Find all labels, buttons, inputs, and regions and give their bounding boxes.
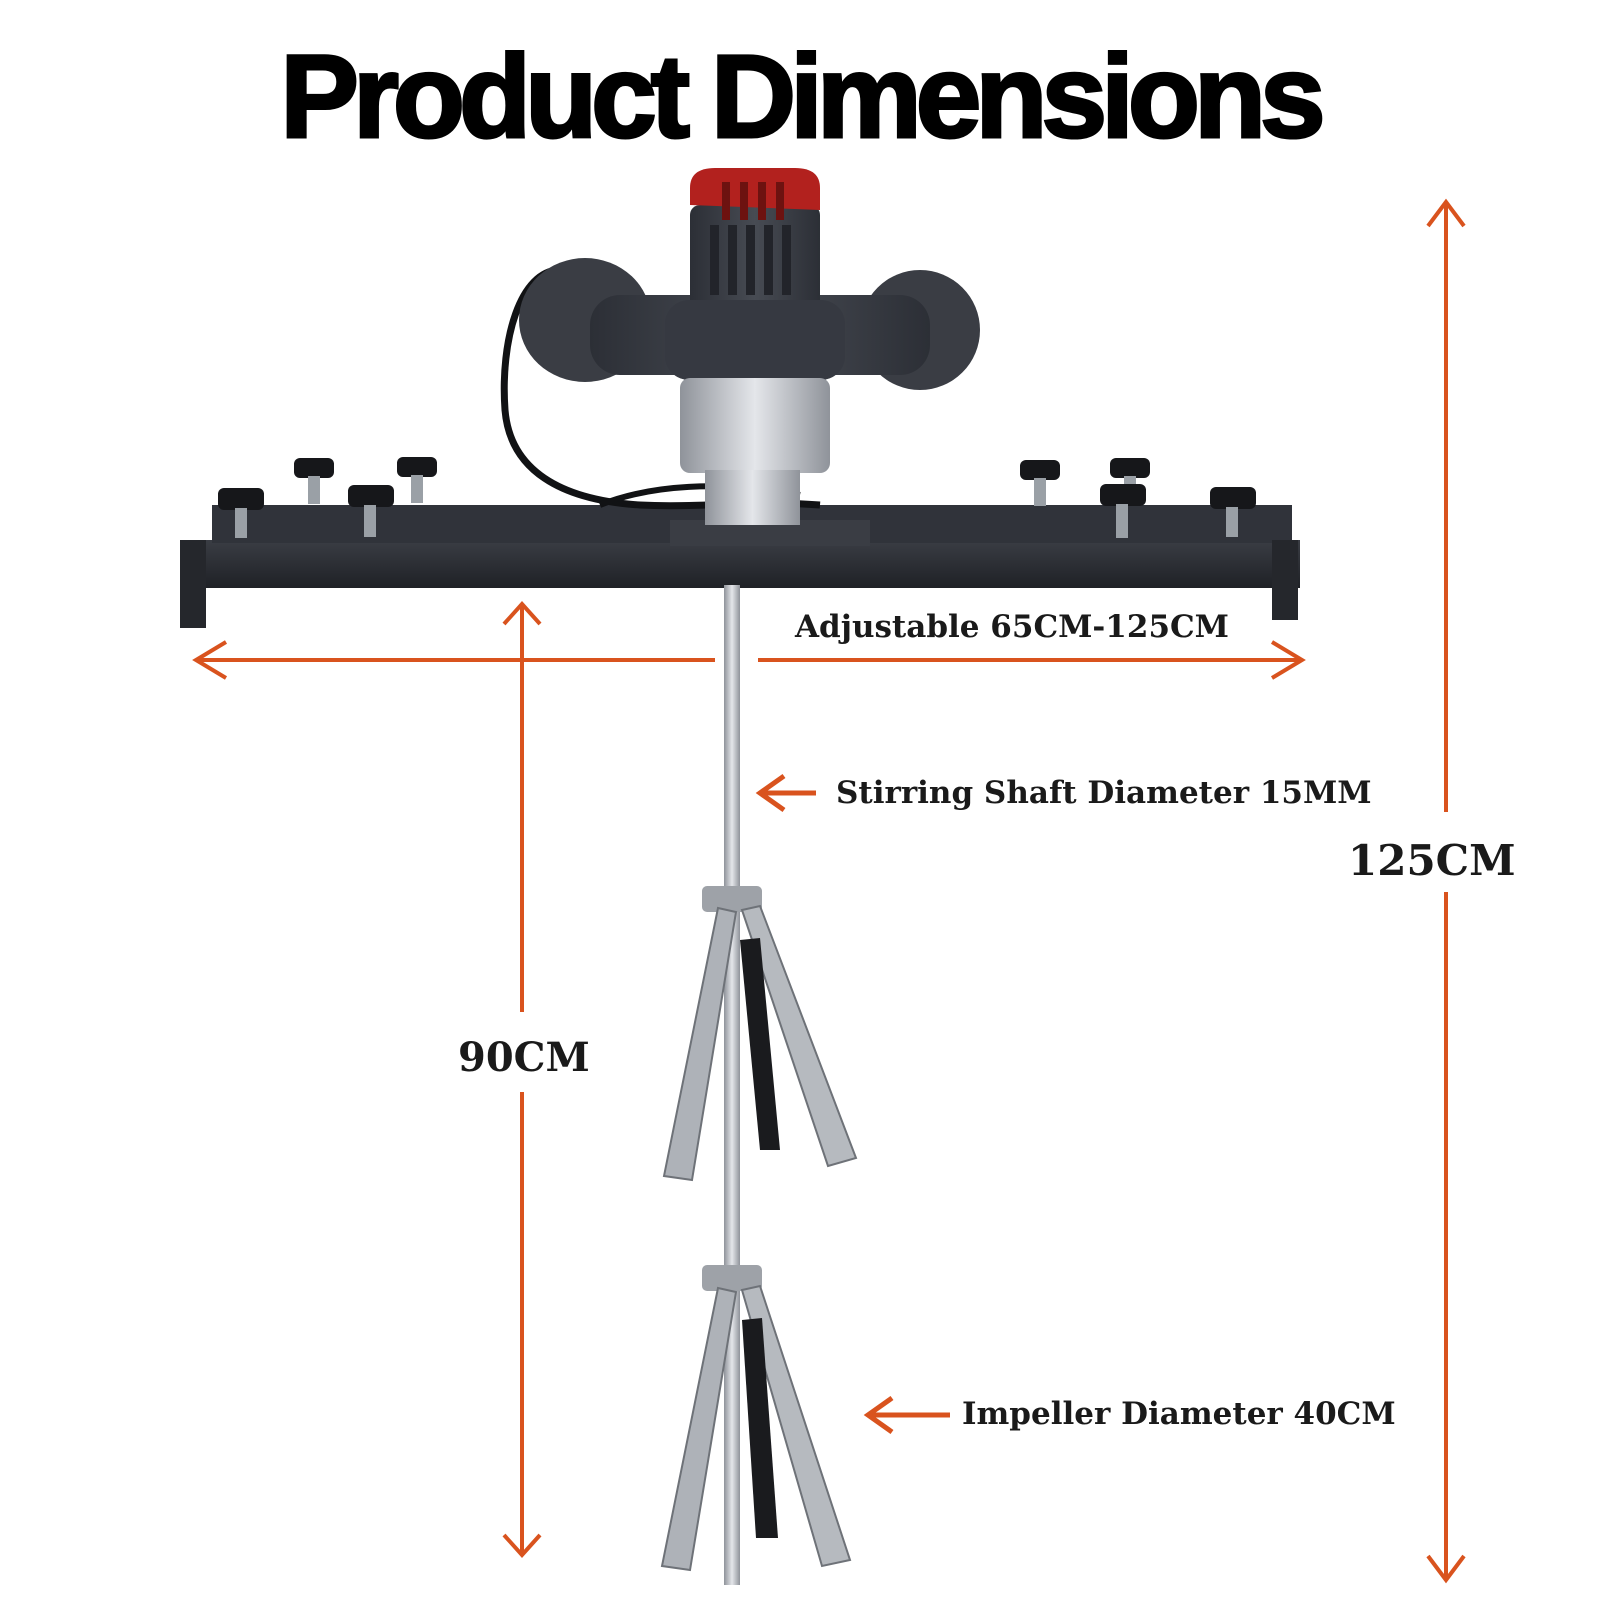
knob-icon	[397, 457, 437, 503]
knob-icon	[218, 488, 264, 538]
mixer-motor	[519, 168, 980, 525]
impeller-pointer-arrow	[863, 1395, 950, 1435]
shaft-pointer-arrow	[755, 773, 816, 813]
width-dimension-arrow	[192, 640, 1306, 680]
stirring-shaft	[724, 585, 740, 1585]
height-dimension-arrow	[1426, 198, 1466, 1584]
page-title: Product Dimensions	[279, 31, 1327, 163]
adjustable-width-label: Adjustable 65CM-125CM	[795, 609, 1229, 645]
clamp-knobs	[218, 457, 1256, 538]
motor-cap	[690, 168, 820, 210]
depth-dimension-arrow	[502, 601, 542, 1558]
knob-icon	[348, 485, 394, 537]
lower-impeller	[660, 1265, 852, 1572]
knob-icon	[1100, 484, 1146, 538]
upper-impeller	[662, 886, 858, 1182]
adjustable-frame	[180, 505, 1300, 628]
knob-icon	[294, 458, 334, 504]
depth-label: 90CM	[458, 1034, 590, 1081]
shaft-diameter-label: Stirring Shaft Diameter 15MM	[836, 775, 1372, 811]
knob-icon	[1020, 460, 1060, 506]
knob-icon	[1210, 487, 1256, 537]
height-label: 125CM	[1348, 836, 1516, 885]
impeller-diameter-label: Impeller Diameter 40CM	[962, 1396, 1396, 1432]
